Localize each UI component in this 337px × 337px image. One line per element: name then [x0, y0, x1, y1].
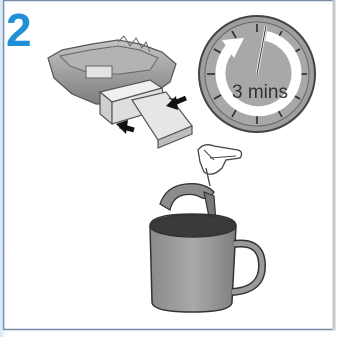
timer-label: 3 mins: [232, 82, 288, 103]
insert-illustration: [100, 80, 192, 148]
timer-icon: [199, 16, 315, 132]
hand-illustration: [198, 145, 242, 186]
mug-illustration: [150, 214, 262, 312]
step-number: 2: [6, 4, 32, 56]
